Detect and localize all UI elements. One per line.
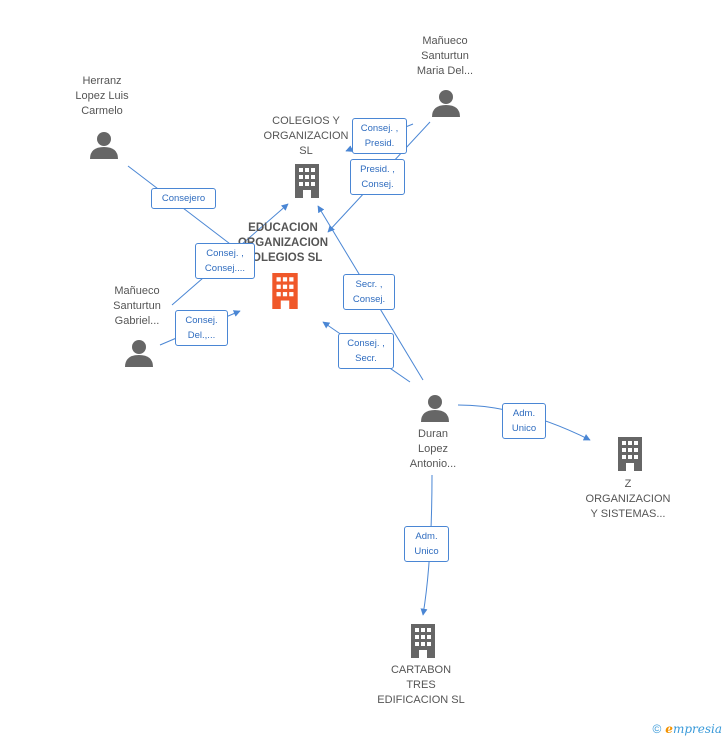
edge-label-secr-consej[interactable]: Secr. , Consej. <box>343 274 395 310</box>
copyright-icon: © <box>652 722 662 736</box>
person-icon[interactable] <box>124 339 154 367</box>
edge-label-adm-unico-cartabon[interactable]: Adm. Unico <box>404 526 449 562</box>
main-building-icon[interactable] <box>269 273 301 309</box>
person-icon[interactable] <box>420 394 450 422</box>
edge-label-consej-secr[interactable]: Consej. , Secr. <box>338 333 394 369</box>
node-label-cartabon[interactable]: CARTABON TRES EDIFICACION SL <box>377 664 465 706</box>
node-label-herranz[interactable]: Herranz Lopez Luis Carmelo <box>75 75 129 117</box>
building-icon[interactable] <box>408 624 438 658</box>
node-label-z-org[interactable]: Z ORGANIZACION Y SISTEMAS... <box>585 478 671 520</box>
edge-label-presid-consej[interactable]: Presid. , Consej. <box>350 159 405 195</box>
edge-label-consejero[interactable]: Consejero <box>151 188 216 209</box>
edge-label-consej-consej[interactable]: Consej. , Consej.... <box>195 243 255 279</box>
empresia-watermark: ©empresia <box>652 722 722 736</box>
person-icon[interactable] <box>431 89 461 117</box>
node-label-duran[interactable]: Duran Lopez Antonio... <box>409 428 457 470</box>
edge-label-consej-presid[interactable]: Consej. , Presid. <box>352 118 407 154</box>
building-icon[interactable] <box>615 437 645 471</box>
person-icon[interactable] <box>89 131 119 159</box>
building-icon[interactable] <box>292 164 322 198</box>
edge-label-consej-del[interactable]: Consej. Del.,... <box>175 310 228 346</box>
node-label-colegios[interactable]: COLEGIOS Y ORGANIZACION SL <box>263 115 349 157</box>
node-label-manueco-gabriel[interactable]: Mañueco Santurtun Gabriel... <box>113 285 161 327</box>
node-label-educacion[interactable]: EDUCACION ORGANIZACION COLEGIOS SL <box>237 222 329 264</box>
edge-label-adm-unico-z[interactable]: Adm. Unico <box>502 403 546 439</box>
node-label-manueco-maria[interactable]: Mañueco Santurtun Maria Del... <box>416 35 474 77</box>
brand-logo: empresia <box>665 722 722 736</box>
